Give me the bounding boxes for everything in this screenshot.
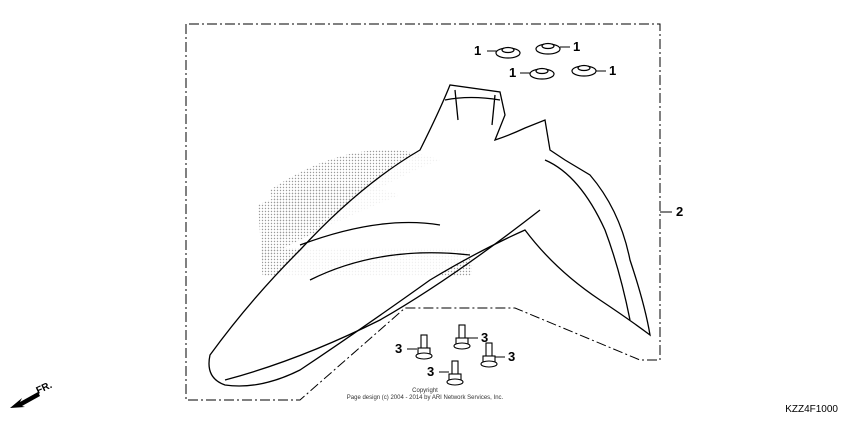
callout-washer-3: 1	[509, 65, 517, 80]
callout-washer-1: 1	[474, 43, 482, 58]
callout-fender: 2	[676, 204, 684, 219]
washer-1	[495, 46, 521, 59]
bolt-2	[453, 324, 471, 350]
washer-2	[535, 42, 561, 55]
front-fender-part	[208, 84, 651, 387]
callout-bolt-1: 3	[395, 341, 403, 356]
assembly-border	[185, 23, 661, 401]
callout-bolt-4: 3	[427, 364, 435, 379]
washer-3	[529, 67, 555, 80]
callout-washer-4: 1	[609, 63, 617, 78]
bolt-1	[415, 334, 433, 360]
diagram-code: KZZ4F1000	[785, 404, 838, 415]
copyright-line-1: Copyright	[412, 388, 438, 394]
washer-4	[571, 64, 597, 77]
leader-lines	[407, 46, 672, 373]
bolt-3	[480, 342, 498, 368]
callout-washer-2: 1	[573, 39, 581, 54]
copyright-line-2: Page design (c) 2004 - 2014 by ARI Netwo…	[346, 395, 504, 401]
front-direction-arrow-icon: FR.	[10, 380, 54, 408]
bolt-4	[446, 360, 464, 386]
washer-parts	[495, 42, 597, 80]
callout-bolt-3: 3	[508, 349, 516, 364]
copyright-notice: Copyright Page design (c) 2004 - 2014 by…	[300, 388, 550, 402]
callout-bolt-2: 3	[481, 330, 489, 345]
direction-label: FR.	[35, 380, 54, 397]
bolt-parts	[415, 324, 498, 386]
